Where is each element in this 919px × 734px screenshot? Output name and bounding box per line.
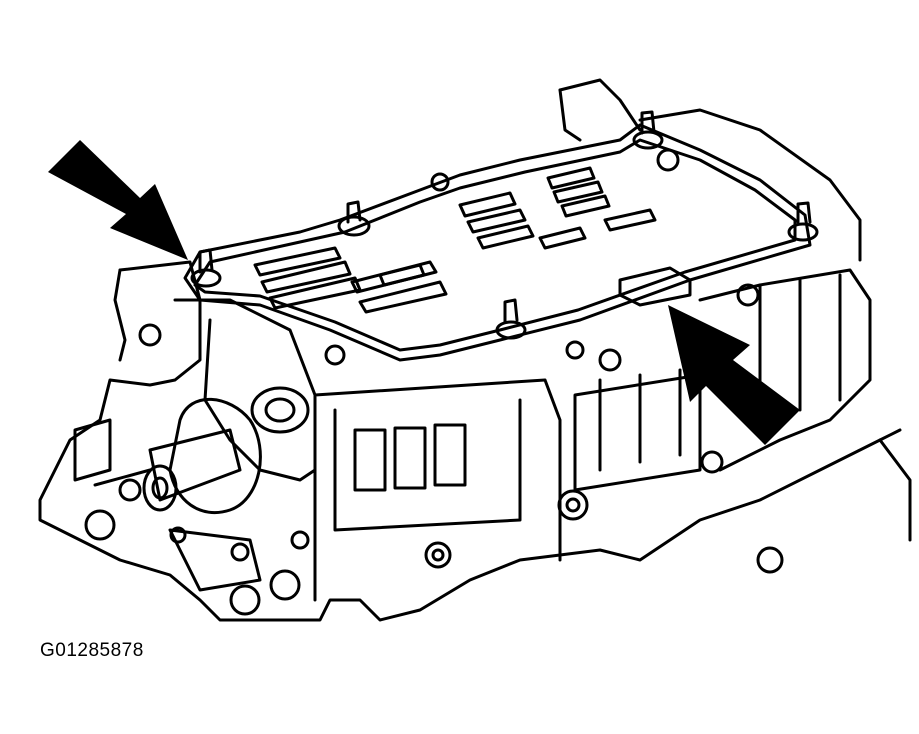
pointer-arrows	[48, 140, 800, 445]
arrow-upper-left	[48, 140, 188, 260]
arrow-lower-right	[668, 305, 800, 445]
figure-id-label: G01285878	[40, 640, 144, 661]
oil-pan-baffle	[183, 78, 862, 372]
engine-block	[38, 260, 912, 622]
baffle-slots	[253, 166, 657, 314]
mounting-studs	[190, 110, 819, 340]
front-cover	[73, 298, 346, 592]
